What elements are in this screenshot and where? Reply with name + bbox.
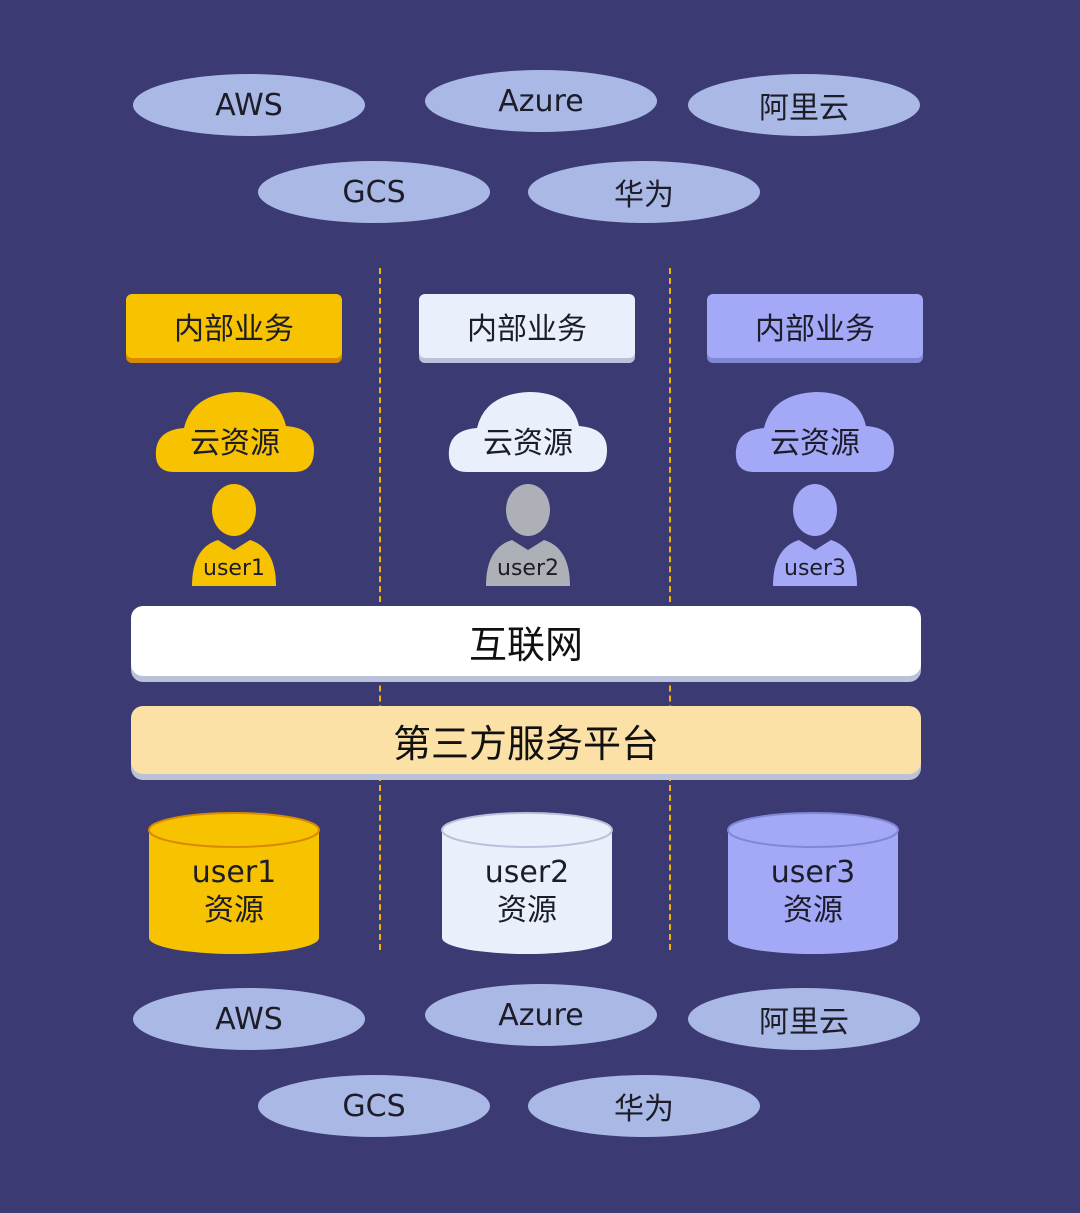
database-icon <box>441 812 613 954</box>
provider-label: Azure <box>498 83 584 119</box>
resource-word: 资源 <box>497 893 557 928</box>
internet-bar: 互联网 <box>131 606 921 676</box>
internal-business-tag-1: 内部业务 <box>126 294 342 358</box>
tag-label: 内部业务 <box>467 312 587 347</box>
cloud-icon <box>448 392 607 472</box>
person-icon <box>192 484 276 586</box>
platform-label: 第三方服务平台 <box>392 721 659 766</box>
provider-label: 华为 <box>614 1092 674 1127</box>
database-icon <box>727 812 899 954</box>
cloud-resource-2: 云资源 <box>447 388 609 476</box>
provider-huawei-top: 华为 <box>528 161 760 223</box>
user-label: user2 <box>497 556 559 581</box>
cloud-label: 云资源 <box>190 426 280 461</box>
cloud-icon <box>155 392 314 472</box>
provider-gcs-top: GCS <box>258 161 490 223</box>
provider-azure-top: Azure <box>425 70 657 132</box>
tag-label: 内部业务 <box>174 312 294 347</box>
provider-label: Azure <box>498 997 584 1033</box>
cloud-resource-1: 云资源 <box>154 388 316 476</box>
internet-label: 互联网 <box>468 622 583 667</box>
provider-aliyun-top: 阿里云 <box>688 74 920 136</box>
internal-business-tag-3: 内部业务 <box>707 294 923 358</box>
cloud-label: 云资源 <box>770 426 860 461</box>
provider-huawei-bottom: 华为 <box>528 1075 760 1137</box>
provider-label: AWS <box>215 87 283 123</box>
third-party-platform-bar: 第三方服务平台 <box>131 706 921 774</box>
provider-label: GCS <box>342 174 406 210</box>
tag-label: 内部业务 <box>755 312 875 347</box>
provider-azure-bottom: Azure <box>425 984 657 1046</box>
resource-user: user2 <box>484 855 570 890</box>
provider-aws-top: AWS <box>133 74 365 136</box>
provider-aliyun-bottom: 阿里云 <box>688 988 920 1050</box>
user-avatar-1: user1 <box>186 484 282 588</box>
cloud-label: 云资源 <box>483 426 573 461</box>
person-icon <box>773 484 857 586</box>
resource-user: user3 <box>770 855 856 890</box>
provider-label: 阿里云 <box>759 1005 849 1040</box>
provider-label: 阿里云 <box>759 91 849 126</box>
provider-aws-bottom: AWS <box>133 988 365 1050</box>
user-label: user1 <box>203 556 265 581</box>
internal-business-tag-2: 内部业务 <box>419 294 635 358</box>
resource-user: user1 <box>191 855 277 890</box>
resource-word: 资源 <box>204 893 264 928</box>
user-avatar-3: user3 <box>767 484 863 588</box>
cloud-icon <box>735 392 894 472</box>
user-avatar-2: user2 <box>480 484 576 588</box>
person-icon <box>486 484 570 586</box>
provider-label: AWS <box>215 1001 283 1037</box>
user-label: user3 <box>784 556 846 581</box>
cloud-resource-3: 云资源 <box>734 388 896 476</box>
resource-word: 资源 <box>783 893 843 928</box>
database-icon <box>148 812 320 954</box>
provider-gcs-bottom: GCS <box>258 1075 490 1137</box>
provider-label: 华为 <box>614 178 674 213</box>
provider-label: GCS <box>342 1088 406 1124</box>
